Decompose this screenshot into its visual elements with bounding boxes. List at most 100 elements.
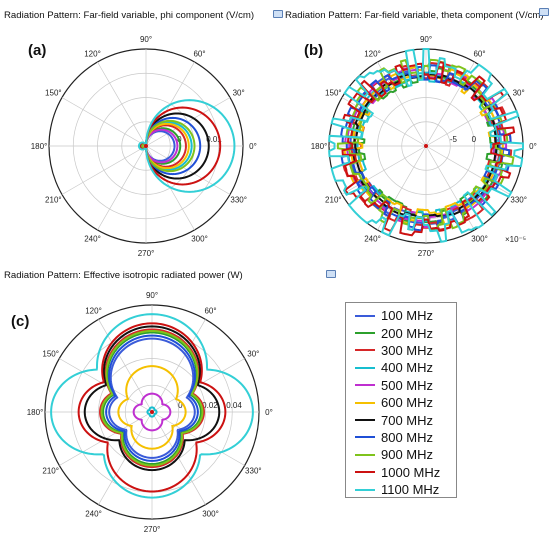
legend-label: 800 MHz [381,429,434,445]
legend-item: 500 MHz [346,377,456,394]
polar-center-marker [424,144,428,148]
angle-tick-label: 210° [45,196,62,205]
legend-swatch [355,453,375,456]
angle-tick-label: 30° [513,89,525,98]
angle-tick-label: 150° [325,89,342,98]
series-line [77,322,227,493]
angle-tick-label: 210° [325,196,342,205]
radial-tick-label: 0.01 [206,135,222,144]
angle-tick-label: 90° [140,35,152,44]
panel-b-letter: (b) [304,42,324,59]
angle-tick-label: 300° [202,509,219,518]
legend-item: 400 MHz [346,359,456,376]
polar-spoke [425,145,475,231]
legend-swatch [355,401,375,404]
angle-tick-label: 30° [247,350,259,359]
angle-tick-label: 0° [265,408,273,417]
polar-chart-b: 0°30°60°90°120°150°180°210°240°270°300°3… [311,35,537,258]
legend-swatch [355,436,375,439]
panel-b-title: Radiation Pattern: Far-field variable, t… [285,10,544,21]
angle-tick-label: 330° [245,467,262,476]
panel-c-letter: (c) [11,313,30,330]
legend-swatch [355,332,375,335]
polar-chart-c: 0°30°60°90°120°150°180°210°240°270°300°3… [27,291,273,534]
polar-spoke [61,145,147,195]
legend-swatch [355,314,375,317]
angle-tick-label: 30° [233,89,245,98]
angle-tick-label: 120° [364,49,381,58]
angle-tick-label: 180° [27,408,44,417]
polar-spoke [341,145,427,195]
angle-tick-label: 150° [42,350,59,359]
angle-tick-label: 240° [85,509,102,518]
legend-label: 500 MHz [381,377,434,393]
series-line [102,331,202,465]
polar-spoke [61,97,147,147]
angle-tick-label: 210° [42,467,59,476]
legend-item: 600 MHz [346,394,456,411]
series-line [141,119,196,173]
angle-tick-label: 60° [193,49,205,58]
polar-spoke [425,145,511,195]
angle-tick-label: 240° [84,235,101,244]
series-line [341,61,516,237]
angle-tick-label: 270° [418,249,435,258]
legend-swatch [355,471,375,474]
legend-label: 900 MHz [381,447,434,463]
series-line [132,392,172,432]
series-line [342,61,513,231]
series-line [100,329,204,467]
legend-item: 900 MHz [346,446,456,463]
angle-tick-label: 300° [191,235,208,244]
angle-tick-label: 60° [473,49,485,58]
angle-tick-label: 120° [84,49,101,58]
angle-tick-label: 180° [311,142,328,151]
legend-swatch [355,384,375,387]
series-line [137,99,236,193]
series-line [99,328,205,469]
series-line [83,325,221,472]
polar-center-marker [150,410,154,414]
series-line [108,337,196,459]
angle-tick-label: 150° [45,89,62,98]
legend-item: 1000 MHz [346,464,456,481]
polar-center-marker [144,144,148,148]
series-line [340,64,512,232]
angle-tick-label: 60° [204,307,216,316]
panel-c-title: Radiation Pattern: Effective isotropic r… [4,270,243,281]
legend-swatch [355,488,375,491]
series-line [50,313,254,499]
angle-tick-label: 300° [471,235,488,244]
panel-a-title: Radiation Pattern: Far-field variable, p… [4,10,255,21]
plot-settings-icon[interactable] [539,8,549,16]
series-line [139,106,222,186]
legend-swatch [355,419,375,422]
legend-label: 400 MHz [381,360,434,376]
legend: 100 MHz 200 MHz 300 MHz 400 MHz 500 MHz … [345,302,457,498]
angle-tick-label: 0° [249,142,257,151]
angle-tick-label: 330° [230,196,247,205]
radial-tick-label: 0 [178,401,183,410]
radial-tick-label: -5 [450,135,458,144]
series-line [328,47,525,243]
angle-tick-label: 0° [529,142,537,151]
legend-label: 300 MHz [381,342,434,358]
series-line [146,406,158,418]
legend-item: 800 MHz [346,429,456,446]
angle-tick-label: 120° [85,307,102,316]
legend-label: 600 MHz [381,395,434,411]
radial-tick-label: 0.02 [202,401,218,410]
series-line [336,58,515,231]
angle-tick-label: 180° [31,142,48,151]
angle-tick-label: 90° [146,291,158,300]
legend-item: 200 MHz [346,324,456,341]
legend-label: 700 MHz [381,412,434,428]
angle-tick-label: 330° [510,196,527,205]
legend-item: 300 MHz [346,342,456,359]
plot-settings-icon[interactable] [273,10,283,18]
legend-swatch [355,366,375,369]
polar-spoke [377,145,427,231]
legend-label: 1100 MHz [381,482,440,498]
plot-settings-icon[interactable] [326,270,336,278]
radial-tick-label: 0 [472,135,477,144]
